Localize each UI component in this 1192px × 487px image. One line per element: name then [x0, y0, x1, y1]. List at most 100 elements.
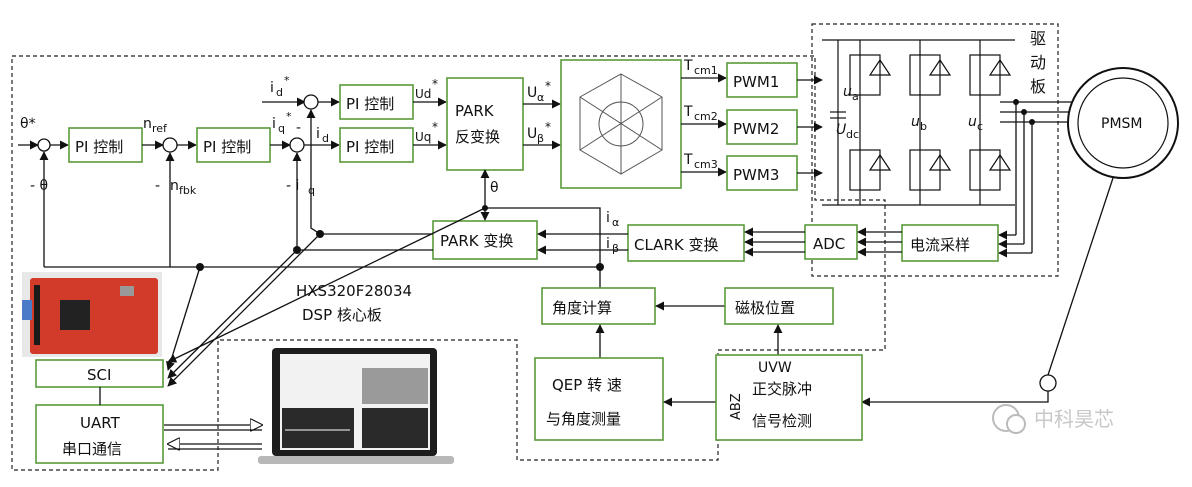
pmsm-motor-inner	[1077, 77, 1169, 169]
dsp-label-2: DSP 核心板	[302, 306, 382, 324]
pi-control-label: PI 控制	[346, 138, 394, 156]
i-beta-sub: β	[612, 242, 619, 255]
inverter-bridge-icon	[822, 39, 1015, 206]
n-ref-label: n	[143, 116, 152, 132]
pi-control-block-q	[339, 127, 414, 163]
i-beta-label: i	[606, 236, 610, 252]
u-alpha-sub: α	[537, 91, 544, 104]
id-star-sub: d	[276, 86, 283, 99]
pwm3-label: PWM3	[733, 166, 779, 184]
sum-junction-iq	[289, 137, 305, 153]
sum-junction-theta	[37, 138, 51, 152]
pwm2-label: PWM2	[733, 120, 779, 138]
qep-label-2: 与角度测量	[546, 410, 621, 428]
sci-label: SCI	[87, 366, 111, 384]
pi-control-block-position	[68, 127, 143, 163]
u-b-sub: b	[920, 120, 927, 133]
id-star-sup: *	[284, 74, 290, 87]
pulse-detect-block	[715, 354, 863, 441]
sum-junction-speed	[162, 137, 178, 153]
id-star-label: i	[270, 80, 274, 96]
i-alpha-label: i	[606, 210, 610, 226]
iq-star-sub: q	[278, 122, 285, 135]
clark-block	[627, 224, 745, 262]
tcm3-label: T	[683, 152, 693, 168]
u-beta-label: U	[527, 126, 537, 142]
park-inverse-label-2: 反变换	[455, 128, 500, 146]
adc-label: ADC	[813, 235, 845, 253]
laptop-monitor-image	[258, 348, 454, 464]
current-sample-label: 电流采样	[910, 236, 970, 254]
park-label: PARK 变换	[440, 232, 513, 250]
sci-block	[35, 359, 164, 388]
i-alpha-sub: α	[612, 216, 619, 229]
watermark-text: 中科昊芯	[1034, 407, 1114, 431]
park-inverse-block	[446, 77, 524, 171]
iq-star-sup: *	[286, 110, 292, 123]
tcm2-sub: cm2	[694, 110, 718, 123]
dsp-board-image	[22, 272, 162, 357]
tcm2-label: T	[683, 104, 693, 120]
tcm3-sub: cm3	[694, 158, 718, 171]
angle-calc-label: 角度计算	[552, 299, 612, 317]
ud-star: *	[432, 77, 438, 91]
dsp-label-1: HXS320F28034	[296, 282, 412, 300]
driver-board-label-3: 板	[1030, 77, 1046, 96]
pi-control-block-d	[339, 84, 414, 120]
id-feedback-label: i	[316, 126, 320, 142]
n-fbk-sub: fbk	[179, 184, 197, 197]
watermark-icon	[992, 404, 1026, 434]
u-b-label: u	[911, 114, 920, 130]
u-c-sub: c	[977, 120, 983, 133]
u-alpha-label: U	[527, 85, 537, 101]
u-dc-label: U	[836, 122, 846, 138]
pi-control-label: PI 控制	[75, 138, 123, 156]
n-ref-sub: ref	[152, 122, 168, 135]
tcm1-label: T	[683, 58, 693, 74]
id-feedback-sub: d	[322, 132, 329, 145]
sum-junction-id	[303, 94, 319, 110]
uart-label-2: 串口通信	[62, 440, 122, 458]
pi-control-label: PI 控制	[203, 138, 251, 156]
n-fbk-minus: -	[155, 178, 160, 194]
svpwm-hexagon-icon	[579, 73, 663, 175]
iq-star-label: i	[272, 116, 276, 132]
qep-block	[534, 357, 664, 441]
pole-position-label: 磁极位置	[735, 299, 795, 317]
theta-star-label: θ*	[20, 116, 36, 132]
pwm1-label: PWM1	[733, 73, 779, 91]
u-beta-star: *	[545, 120, 551, 134]
uq-label: Uq	[415, 130, 431, 144]
u-c-label: u	[968, 114, 977, 130]
minus-theta-label: - θ	[30, 178, 48, 194]
tcm1-sub: cm1	[694, 64, 718, 77]
driver-board-label-1: 驱	[1030, 29, 1046, 48]
uart-label-1: UART	[80, 414, 121, 432]
abz-label: ABZ	[729, 393, 744, 420]
uq-star: *	[432, 120, 438, 134]
u-alpha-star: *	[545, 79, 551, 93]
park-inverse-label-1: PARK	[455, 102, 495, 120]
driver-board-boundary	[811, 23, 1059, 277]
park-block	[432, 220, 538, 260]
dsp-core-boundary	[11, 55, 886, 471]
pwm2-block	[726, 109, 798, 145]
u-dc-sub: dc	[846, 128, 859, 141]
u-a-sub: a	[852, 90, 859, 103]
qep-label-1: QEP 转 速	[552, 376, 622, 394]
angle-calc-block	[541, 287, 656, 325]
u-a-label: u	[843, 84, 852, 100]
clark-label: CLARK 变换	[634, 236, 718, 254]
ud-label: Ud	[415, 87, 431, 101]
uart-block	[35, 404, 164, 464]
pulse-detect-label-1: 正交脉冲	[752, 380, 812, 398]
current-sample-block	[901, 224, 999, 262]
n-fbk-label: n	[170, 178, 179, 194]
id-minus-label: -	[296, 120, 301, 136]
iq-feedback-label: - i	[286, 178, 299, 194]
u-beta-sub: β	[537, 132, 544, 145]
uvw-label: UVW	[758, 360, 792, 376]
pulse-detect-label-2: 信号检测	[752, 412, 812, 430]
pole-position-block	[724, 287, 834, 325]
